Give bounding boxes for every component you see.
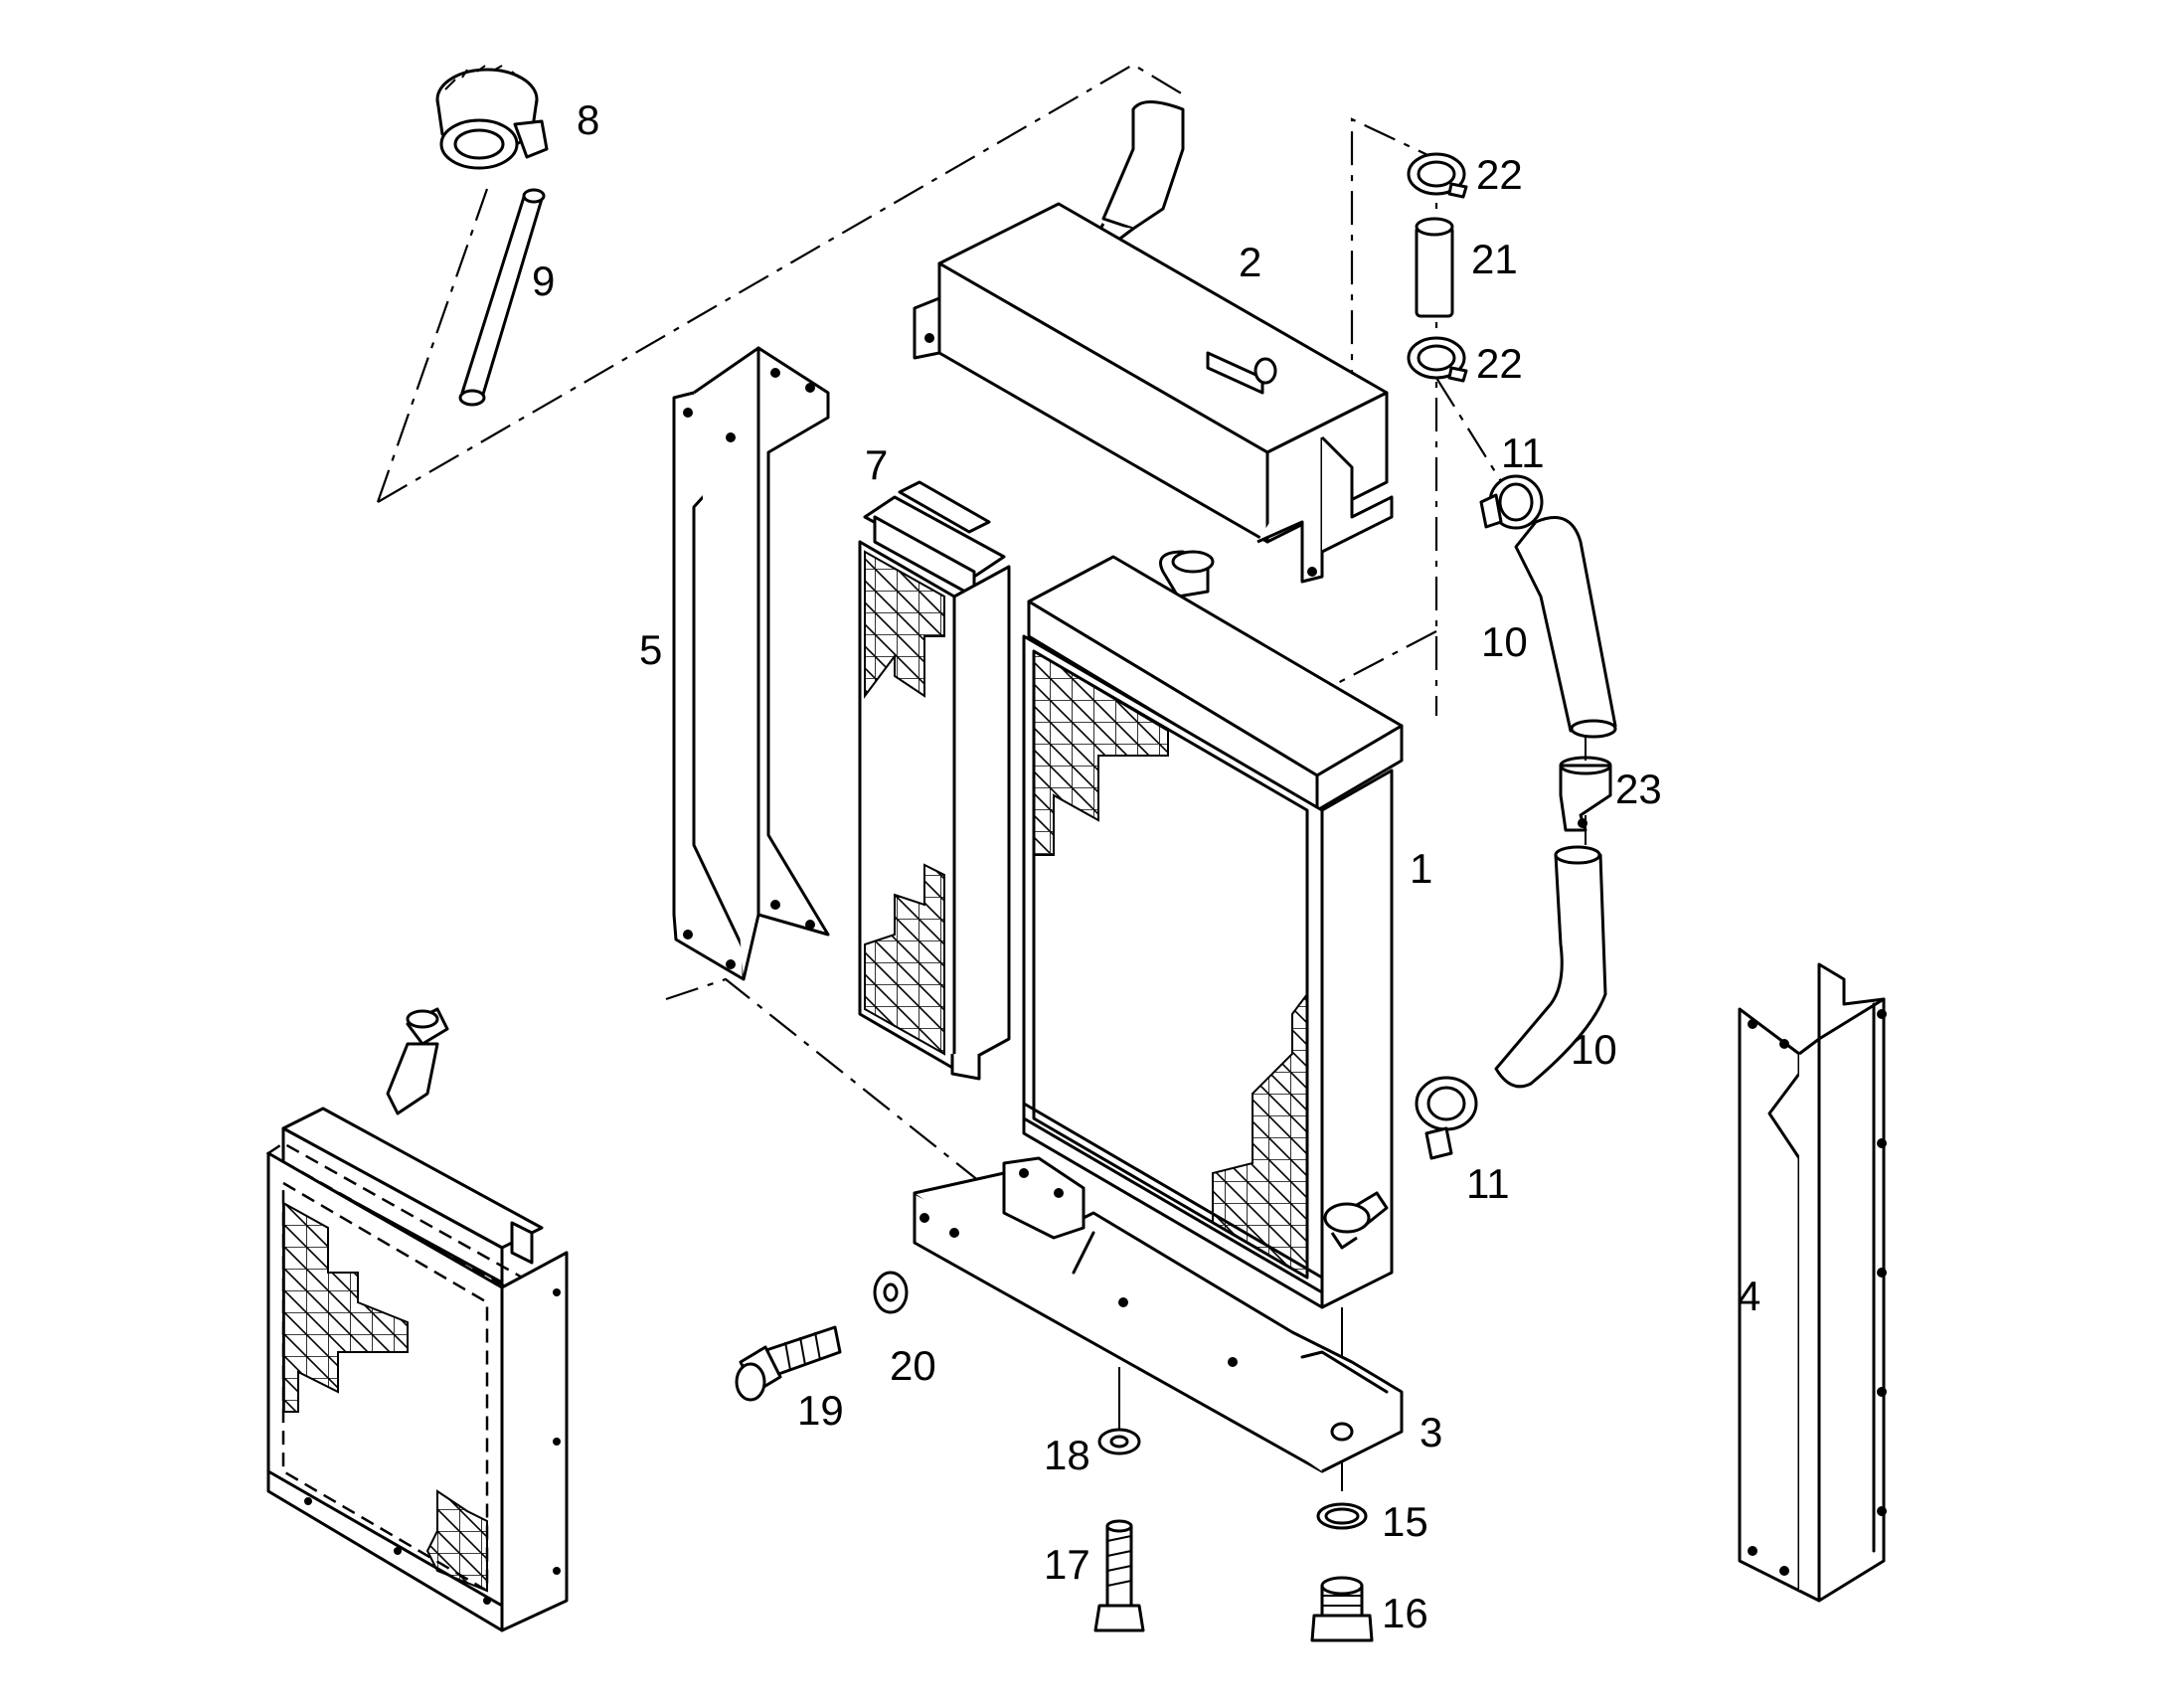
part-label-3: 3	[1420, 1409, 1442, 1455]
part-label-9: 9	[532, 257, 555, 304]
bottom-mounting-bracket	[913, 1156, 1404, 1473]
part-label-8: 8	[577, 96, 599, 143]
part-label-2: 2	[1239, 239, 1261, 285]
part-label-11-lower: 11	[1466, 1160, 1510, 1207]
part-number-labels: 1 2 3 4 5 7 8 9 10 10 11 11 15 16 17 18 …	[532, 96, 1760, 1636]
part-label-22-lower: 22	[1476, 340, 1523, 387]
part-label-4: 4	[1738, 1273, 1760, 1319]
part-label-22-upper: 22	[1476, 151, 1523, 198]
hose-support-bracket	[1559, 756, 1612, 832]
part-label-15: 15	[1382, 1498, 1428, 1545]
part-label-20: 20	[890, 1342, 936, 1389]
expansion-tank	[913, 100, 1394, 584]
part-label-10-lower: 10	[1571, 1026, 1617, 1073]
part-label-11-upper: 11	[1501, 429, 1545, 476]
part-label-17: 17	[1044, 1541, 1090, 1588]
oil-cooler	[858, 480, 1011, 1081]
part-label-23: 23	[1615, 766, 1662, 812]
part-label-18: 18	[1044, 1432, 1090, 1478]
part-label-5: 5	[639, 626, 662, 673]
side-bracket-left	[672, 346, 830, 981]
part-label-21: 21	[1471, 236, 1518, 282]
upper-hose	[1479, 474, 1617, 739]
side-bracket-right	[1738, 962, 1887, 1603]
part-label-7: 7	[865, 441, 888, 488]
part-label-16: 16	[1382, 1590, 1428, 1636]
lower-hose	[1415, 845, 1607, 1160]
part-label-10-upper: 10	[1481, 618, 1528, 665]
part-label-1: 1	[1410, 845, 1432, 892]
part-label-19: 19	[797, 1387, 844, 1434]
radiator-core	[1022, 550, 1404, 1309]
fasteners	[735, 1271, 1374, 1642]
filler-hose	[458, 188, 546, 407]
filler-cap	[435, 65, 549, 170]
small-hose-and-clamps	[1407, 152, 1468, 383]
assembled-view	[265, 1007, 570, 1632]
